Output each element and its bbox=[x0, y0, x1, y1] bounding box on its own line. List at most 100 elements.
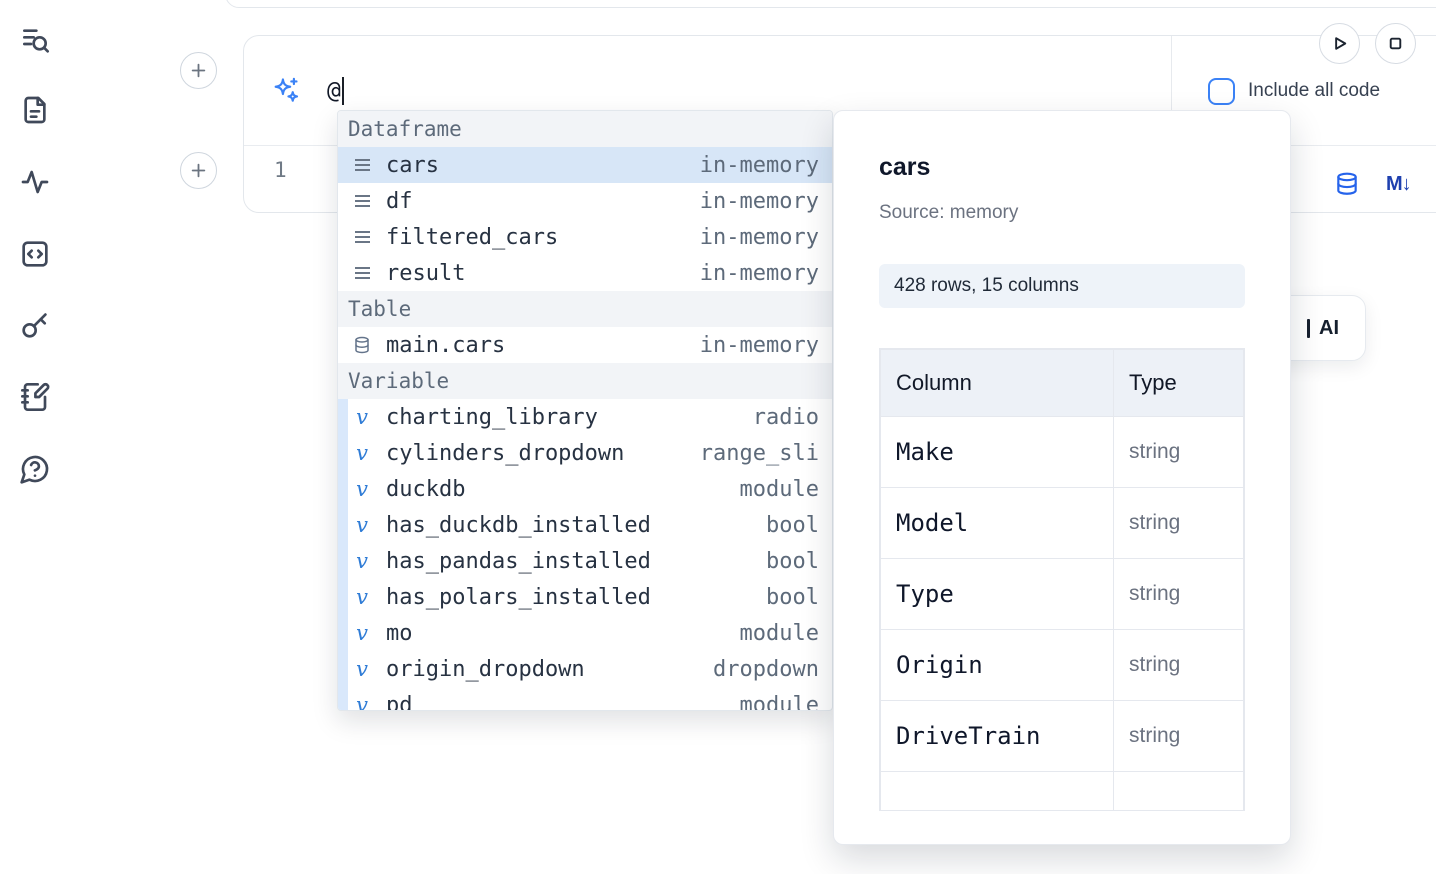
completion-item-has_polars_installed[interactable]: v has_polars_installed bool bbox=[338, 579, 832, 615]
completion-item-label: cylinders_dropdown bbox=[386, 440, 625, 466]
completion-item-type: in-memory bbox=[699, 152, 819, 178]
completion-item-type: bool bbox=[766, 584, 819, 610]
completion-item-cars[interactable]: cars in-memory bbox=[338, 147, 832, 183]
completion-item-type: in-memory bbox=[699, 188, 819, 214]
ai-prompt-value: @ bbox=[327, 77, 341, 104]
line-number: 1 bbox=[274, 158, 287, 182]
variable-icon: v bbox=[356, 404, 368, 429]
completion-item-type: in-memory bbox=[699, 332, 819, 358]
completion-item-type: dropdown bbox=[713, 656, 819, 682]
completion-item-type: module bbox=[739, 692, 819, 711]
completion-item-type: radio bbox=[752, 404, 819, 430]
preview-cell-type: string bbox=[1113, 629, 1244, 701]
preview-row-clipped bbox=[880, 771, 1244, 810]
key-icon bbox=[22, 313, 47, 338]
preview-title: cars bbox=[879, 153, 931, 181]
preview-cell-column: Type bbox=[880, 558, 1114, 630]
completion-item-label: cars bbox=[386, 152, 439, 178]
document-icon bbox=[24, 96, 46, 124]
sidebar-activity-button[interactable] bbox=[18, 165, 52, 199]
dataframe-icon bbox=[338, 230, 386, 244]
completion-item-label: df bbox=[386, 188, 413, 214]
preview-cell-column: DriveTrain bbox=[880, 700, 1114, 772]
completion-item-df[interactable]: df in-memory bbox=[338, 183, 832, 219]
sidebar-document-button[interactable] bbox=[18, 93, 52, 127]
plus-icon bbox=[191, 163, 206, 178]
dataframe-icon bbox=[338, 194, 386, 208]
variable-icon: v bbox=[356, 440, 368, 465]
preview-type-header: Type bbox=[1113, 349, 1244, 417]
completion-item-type: range_sli bbox=[699, 440, 819, 466]
variable-icon: v bbox=[356, 548, 368, 573]
add-cell-button-bottom[interactable] bbox=[180, 152, 217, 189]
activity-icon bbox=[21, 170, 49, 194]
preview-cell-type: string bbox=[1113, 416, 1244, 488]
notebook-pen-icon bbox=[21, 382, 50, 411]
completion-item-type: module bbox=[739, 620, 819, 646]
completion-item-origin_dropdown[interactable]: v origin_dropdown dropdown bbox=[338, 651, 832, 687]
completion-item-label: duckdb bbox=[386, 476, 466, 502]
play-icon bbox=[1335, 37, 1347, 50]
completion-item-type: in-memory bbox=[699, 224, 819, 250]
preview-shape-badge: 428 rows, 15 columns bbox=[879, 264, 1245, 308]
file-search-icon bbox=[23, 29, 49, 53]
completion-section-table: Table bbox=[338, 291, 832, 327]
sidebar-scratchpad-button[interactable] bbox=[18, 380, 52, 414]
previous-cell-border bbox=[225, 0, 1436, 8]
sidebar-help-button[interactable] bbox=[18, 452, 52, 486]
completion-item-label: mo bbox=[386, 620, 413, 646]
run-controls bbox=[1319, 23, 1416, 64]
completion-item-label: result bbox=[386, 260, 466, 286]
completion-item-charting_library[interactable]: v charting_library radio bbox=[338, 399, 832, 435]
include-all-code-checkbox[interactable] bbox=[1208, 77, 1235, 105]
sidebar-snippets-button[interactable] bbox=[18, 237, 52, 271]
completion-item-label: charting_library bbox=[386, 404, 598, 430]
preview-cell-column: Origin bbox=[880, 629, 1114, 701]
text-cursor bbox=[341, 76, 344, 105]
run-cell-button[interactable] bbox=[1319, 23, 1360, 64]
stop-button[interactable] bbox=[1375, 23, 1416, 64]
completion-item-label: origin_dropdown bbox=[386, 656, 585, 682]
code-editor-row[interactable]: 1 bbox=[244, 146, 1436, 182]
variable-icon: v bbox=[356, 620, 368, 645]
completion-item-main.cars[interactable]: main.cars in-memory bbox=[338, 327, 832, 363]
add-database-icon[interactable] bbox=[1334, 171, 1360, 197]
completion-item-label: main.cars bbox=[386, 332, 506, 358]
completion-section-variable: Variable bbox=[338, 363, 832, 399]
preview-cell-column: Make bbox=[880, 416, 1114, 488]
sidebar-file-search-button[interactable] bbox=[18, 23, 52, 57]
completion-item-label: has_polars_installed bbox=[386, 584, 651, 610]
sidebar-secrets-button[interactable] bbox=[18, 308, 52, 342]
variable-icon: v bbox=[356, 584, 368, 609]
variable-icon: v bbox=[356, 656, 368, 681]
ai-button-icon bbox=[1307, 318, 1310, 338]
completion-item-filtered_cars[interactable]: filtered_cars in-memory bbox=[338, 219, 832, 255]
completion-item-cylinders_dropdown[interactable]: v cylinders_dropdown range_sli bbox=[338, 435, 832, 471]
variable-icon: v bbox=[356, 692, 368, 711]
completion-item-type: module bbox=[739, 476, 819, 502]
stop-icon bbox=[1389, 37, 1402, 50]
preview-source: Source: memory bbox=[879, 202, 1019, 223]
dataframe-icon bbox=[338, 158, 386, 172]
completion-item-type: bool bbox=[766, 548, 819, 574]
add-cell-button-top[interactable] bbox=[180, 52, 217, 89]
completion-item-label: filtered_cars bbox=[386, 224, 559, 250]
left-sidebar bbox=[0, 0, 70, 874]
cell-action-icons: M↓ bbox=[1334, 171, 1412, 197]
markdown-icon[interactable]: M↓ bbox=[1386, 172, 1412, 195]
ai-prompt-input[interactable]: @ bbox=[327, 76, 344, 105]
